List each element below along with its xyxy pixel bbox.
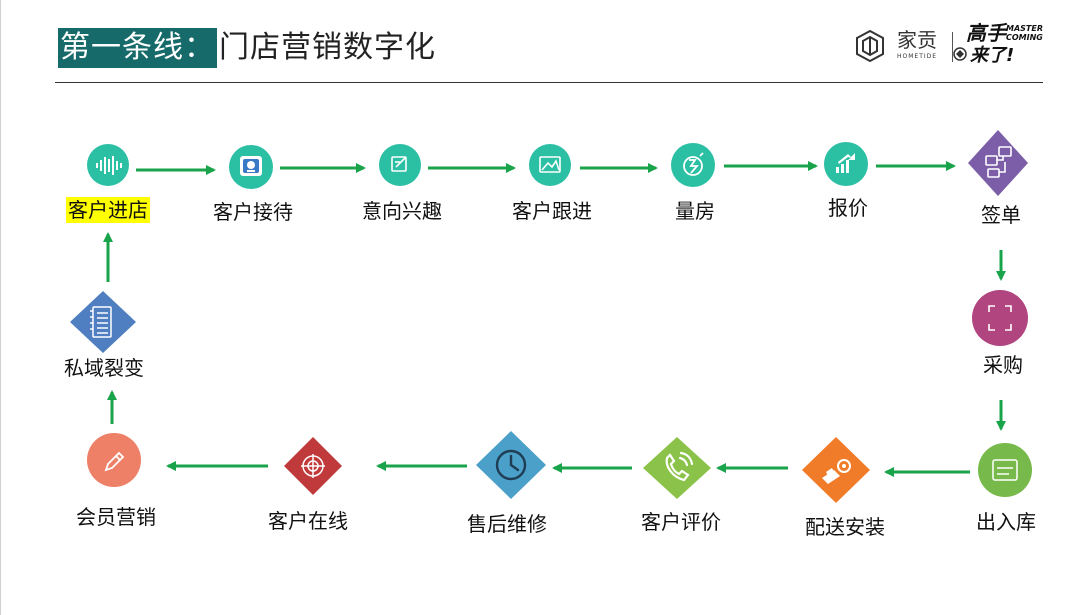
delivery-icon <box>822 459 851 484</box>
node-quotation <box>824 142 868 186</box>
node-measure-house <box>671 143 715 187</box>
label-after-sales: 售后维修 <box>467 512 547 536</box>
node-member-marketing <box>87 433 141 487</box>
label-measure-house: 量房 <box>675 199 715 223</box>
node-follow-up <box>529 144 571 186</box>
label-customer-online: 客户在线 <box>268 509 348 533</box>
node-customer-online <box>284 437 342 495</box>
notebook-icon <box>90 306 112 338</box>
label-procurement: 采购 <box>983 353 1023 377</box>
laile-logo-text: 来了! <box>970 45 1015 66</box>
phone-icon <box>665 451 694 482</box>
logo-separator <box>952 32 953 62</box>
node-after-sales <box>476 431 546 499</box>
hometide-logo-icon <box>856 29 884 63</box>
label-member-marketing: 会员营销 <box>76 505 156 529</box>
warehouse-icon <box>992 459 1018 481</box>
node-customer-entry <box>87 144 129 186</box>
label-customer-review: 客户评价 <box>641 510 721 534</box>
reception-icon <box>240 156 262 176</box>
clock-icon <box>495 449 527 481</box>
pencil-icon <box>104 451 125 472</box>
page-border <box>0 0 1 615</box>
node-customer-review <box>643 437 711 499</box>
node-reception <box>229 145 273 189</box>
label-customer-entry: 客户进店 <box>66 197 150 223</box>
gaoshou-logo-text: 高手 <box>966 21 1006 45</box>
node-contract-signing <box>968 130 1028 196</box>
label-intent: 意向兴趣 <box>362 199 442 223</box>
page-title-text: 门店营销数字化 <box>219 30 436 65</box>
master-coming-text: MASTER COMING <box>1006 24 1043 42</box>
page-title: 第一条线： 门店营销数字化 <box>58 28 436 68</box>
label-reception: 客户接待 <box>213 200 293 224</box>
label-follow-up: 客户跟进 <box>512 199 592 223</box>
label-private-traffic: 私域裂变 <box>64 356 144 380</box>
node-intent <box>379 144 421 186</box>
edit-note-icon <box>391 156 407 172</box>
node-warehouse <box>978 443 1032 497</box>
flow-arrows <box>103 161 1006 477</box>
network-icon <box>985 146 1012 178</box>
target-icon <box>301 454 325 478</box>
header-divider <box>55 82 1043 83</box>
label-delivery-install: 配送安装 <box>805 515 885 539</box>
small-logo-icon <box>953 47 967 61</box>
brand-sub: HOMETIDE <box>897 53 938 60</box>
brand-name: 家贡 <box>897 28 937 52</box>
node-private-traffic <box>70 291 136 353</box>
measure-icon <box>683 152 704 176</box>
node-delivery-install <box>802 437 870 503</box>
label-warehouse: 出入库 <box>976 510 1036 534</box>
sound-wave-icon <box>96 156 122 175</box>
picture-icon <box>539 156 561 173</box>
rising-chart-icon <box>836 153 855 173</box>
node-procurement <box>972 290 1028 346</box>
label-contract-signing: 签单 <box>981 203 1021 227</box>
label-quotation: 报价 <box>828 196 868 220</box>
scan-frame-icon <box>988 305 1012 331</box>
page-title-highlight: 第一条线： <box>58 28 217 68</box>
